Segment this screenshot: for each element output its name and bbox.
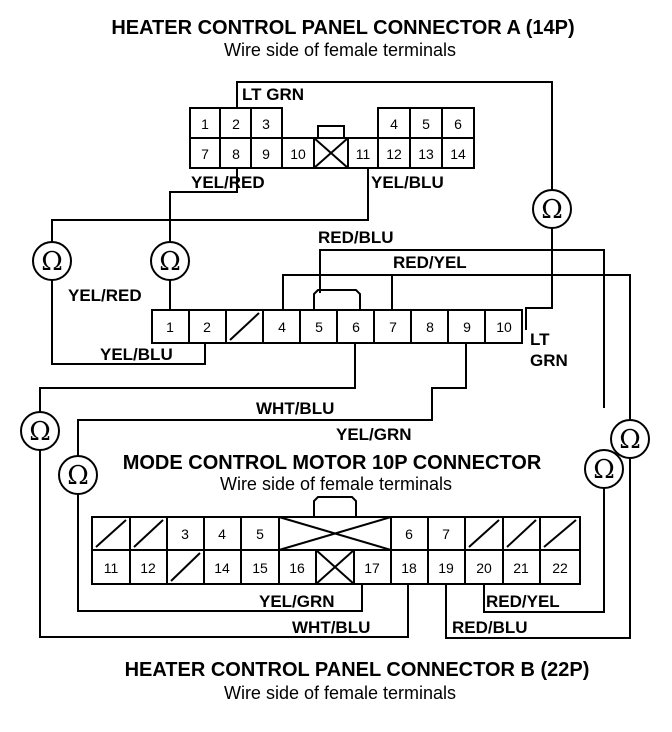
b-terminal-17: 17 [364,560,380,576]
wire-label-red-blu-b: RED/BLU [452,618,528,637]
wire-red-yel-top-2 [392,274,631,420]
b-terminal-3: 3 [181,526,189,542]
motor-terminal-8: 8 [426,319,434,335]
wire-red-blu-top [319,249,605,408]
connector-b-terminal-labels: 3 4 5 6 7 11 12 14 15 16 17 18 19 20 21 … [104,526,568,576]
connector-a-title: HEATER CONTROL PANEL CONNECTOR A (14P) [111,17,574,39]
a-terminal-11: 11 [356,146,371,162]
a-terminal-4: 4 [390,116,398,132]
motor-connector-subtitle: Wire side of female terminals [220,474,452,494]
svg-text:Ω: Ω [619,425,641,455]
motor-connector [151,289,523,344]
b-terminal-14: 14 [214,560,230,576]
ohmmeter-icon: Ω [32,241,72,281]
motor-terminal-2: 2 [203,319,211,335]
wire-label-red-yel-top: RED/YEL [393,253,467,272]
svg-text:Ω: Ω [67,461,89,491]
ohmmeter-icon: Ω [20,411,60,451]
wire-red-yel-top [282,274,393,310]
motor-terminal-9: 9 [463,319,471,335]
ohmmeter-icon: Ω [150,241,190,281]
wire-label-lt-2: GRN [530,351,568,370]
svg-text:Ω: Ω [593,455,615,485]
a-terminal-5: 5 [422,116,430,132]
a-terminal-9: 9 [262,146,270,162]
motor-terminal-7: 7 [389,319,397,335]
a-terminal-1: 1 [201,116,209,132]
svg-text:Ω: Ω [29,417,51,447]
b-terminal-19: 19 [438,560,454,576]
b-terminal-5: 5 [256,526,264,542]
connector-a [189,107,475,169]
b-terminal-11: 11 [104,560,119,576]
wire-yel-grn-b [77,494,363,612]
ohmmeter-icon: Ω [584,449,624,489]
wire-yel-blu-a [51,168,369,242]
wire-red-yel-b [483,488,605,613]
motor-terminal-5: 5 [315,319,323,335]
b-terminal-20: 20 [476,560,492,576]
wire-red-blu-b [445,458,631,639]
connector-b-subtitle: Wire side of female terminals [224,683,456,703]
ohmmeters: Ω Ω Ω Ω Ω Ω Ω [20,189,650,495]
ohmmeter-icon: Ω [532,189,572,229]
b-terminal-16: 16 [289,560,305,576]
a-terminal-12: 12 [386,146,402,162]
svg-text:Ω: Ω [159,247,181,277]
wire-yel-grn-mid [77,343,467,456]
wire-label-red-yel-b: RED/YEL [486,592,560,611]
wire-yel-red-a [169,168,238,242]
b-terminal-21: 21 [513,560,529,576]
connector-a-subtitle: Wire side of female terminals [224,40,456,60]
wire-label-lt-1: LT [530,330,550,349]
motor-terminal-6: 6 [352,319,360,335]
a-terminal-2: 2 [232,116,240,132]
b-terminal-6: 6 [405,526,413,542]
a-terminal-10: 10 [290,146,306,162]
b-terminal-15: 15 [252,560,268,576]
ohmmeter-icon: Ω [58,455,98,495]
wire-label-lt-grn-top: LT GRN [242,85,304,104]
wire-yel-blu-left [51,280,206,365]
motor-terminal-4: 4 [278,319,286,335]
wire-label-yel-red-left: YEL/RED [68,286,142,305]
a-terminal-6: 6 [454,116,462,132]
connector-b [91,496,581,585]
b-terminal-22: 22 [552,560,568,576]
wire-label-yel-grn-mid: YEL/GRN [336,425,412,444]
wire-label-wht-blu-b: WHT/BLU [292,618,370,637]
svg-text:Ω: Ω [41,247,63,277]
wire-label-yel-blu-a: YEL/BLU [371,173,444,192]
a-terminal-14: 14 [450,146,466,162]
wire-label-wht-blu-mid: WHT/BLU [256,399,334,418]
wire-label-yel-blu-left: YEL/BLU [100,345,173,364]
wire-wht-blu-b [39,450,409,638]
a-terminal-7: 7 [201,146,209,162]
wire-lt-grn [236,81,553,190]
wire-wht-blu-mid [39,343,356,412]
wire-label-red-blu-top: RED/BLU [318,228,394,247]
svg-text:Ω: Ω [541,195,563,225]
connector-b-title: HEATER CONTROL PANEL CONNECTOR B (22P) [125,659,590,681]
a-terminal-13: 13 [418,146,434,162]
wire-labels: LT GRN YEL/RED YEL/BLU RED/BLU RED/YEL Y… [68,85,568,637]
motor-terminal-10: 10 [496,319,512,335]
ohmmeter-icon: Ω [610,419,650,459]
b-terminal-12: 12 [140,560,156,576]
motor-terminal-1: 1 [166,319,174,335]
b-terminal-18: 18 [401,560,417,576]
connector-a-terminal-labels: 1 2 3 4 5 6 7 8 9 10 11 12 13 14 [201,116,466,162]
a-terminal-8: 8 [232,146,240,162]
motor-connector-title: MODE CONTROL MOTOR 10P CONNECTOR [123,452,542,474]
wire-label-yel-red-a: YEL/RED [191,173,265,192]
motor-terminal-labels: 1 2 4 5 6 7 8 9 10 [166,319,512,335]
wire-lt-grn-lower [525,228,553,330]
b-terminal-7: 7 [442,526,450,542]
wires [39,81,631,639]
a-terminal-3: 3 [262,116,270,132]
wire-label-yel-grn-b: YEL/GRN [259,592,335,611]
b-terminal-4: 4 [218,526,226,542]
